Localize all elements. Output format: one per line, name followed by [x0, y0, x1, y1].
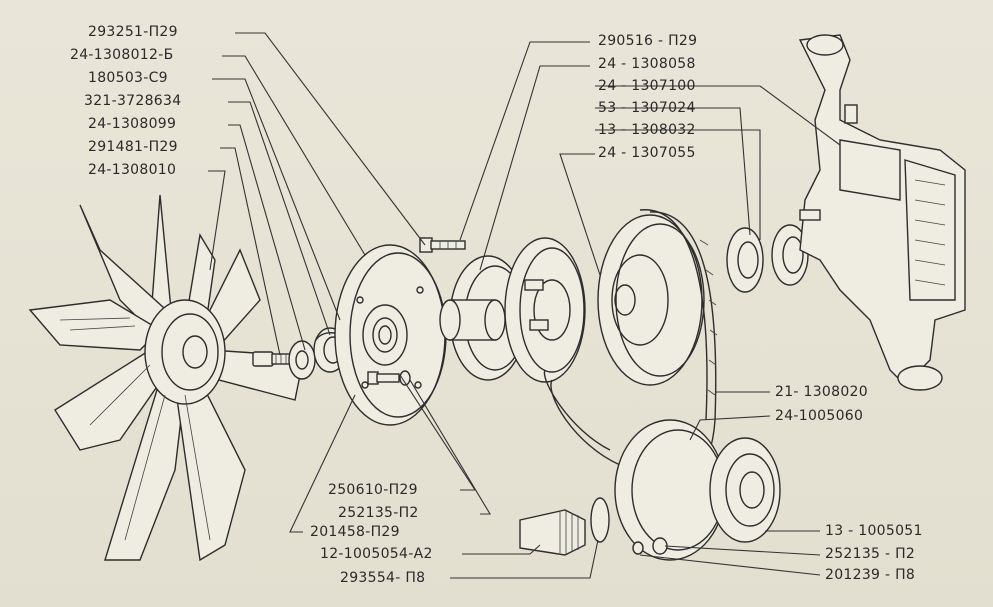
- lower-bolt: [632, 537, 668, 555]
- pump-seal: [726, 224, 809, 293]
- top-bolt: [419, 237, 466, 253]
- part-label-24-1005060: 24-1005060: [775, 408, 864, 424]
- part-label-293554-p8: 293554- П8: [340, 570, 426, 586]
- pump-pulley: [504, 237, 586, 383]
- part-label-201458-p29: 201458-П29: [310, 524, 400, 540]
- part-label-24-1307100: 24 - 1307100: [598, 78, 696, 94]
- part-label-250610-p29: 250610-П29: [328, 482, 418, 498]
- part-label-293251-p29: 293251-П29: [88, 24, 178, 40]
- fan-bolt: [252, 351, 301, 367]
- part-label-24-1307055: 24 - 1307055: [598, 145, 696, 161]
- part-label-24-1308012-b: 24-1308012-Б: [70, 47, 174, 63]
- part-label-13-1005051: 13 - 1005051: [825, 523, 923, 539]
- part-label-24-1308058: 24 - 1308058: [598, 56, 696, 72]
- fan-assembly: [28, 194, 301, 562]
- starter-ratchet: [519, 497, 610, 556]
- part-label-12-1005054-a2: 12-1005054-А2: [320, 546, 433, 562]
- part-label-252135-p2-right: 252135 - П2: [825, 546, 916, 562]
- part-label-291481-p29: 291481-П29: [88, 139, 178, 155]
- part-label-290516-p29: 290516 - П29: [598, 33, 698, 49]
- part-label-180503-c9: 180503-С9: [88, 70, 168, 86]
- part-label-24-1308010: 24-1308010: [88, 162, 177, 178]
- part-label-201239-p8: 201239 - П8: [825, 567, 916, 583]
- plate-bolt: [367, 370, 411, 386]
- part-label-13-1308032: 13 - 1308032: [598, 122, 696, 138]
- water-pump-body: [798, 34, 966, 391]
- part-label-53-1307024: 53 - 1307024: [598, 100, 696, 116]
- crank-pulley-lower: [614, 419, 781, 561]
- leader-lines: [208, 32, 841, 579]
- crank-pulley-upper: [597, 214, 705, 386]
- part-label-321-3728634: 321-3728634: [84, 93, 182, 109]
- part-label-252135-p2-left: 252135-П2: [338, 505, 419, 521]
- part-label-21-1308020: 21- 1308020: [775, 384, 868, 400]
- fan-flange-plate: [334, 244, 447, 426]
- part-label-24-1308099: 24-1308099: [88, 116, 177, 132]
